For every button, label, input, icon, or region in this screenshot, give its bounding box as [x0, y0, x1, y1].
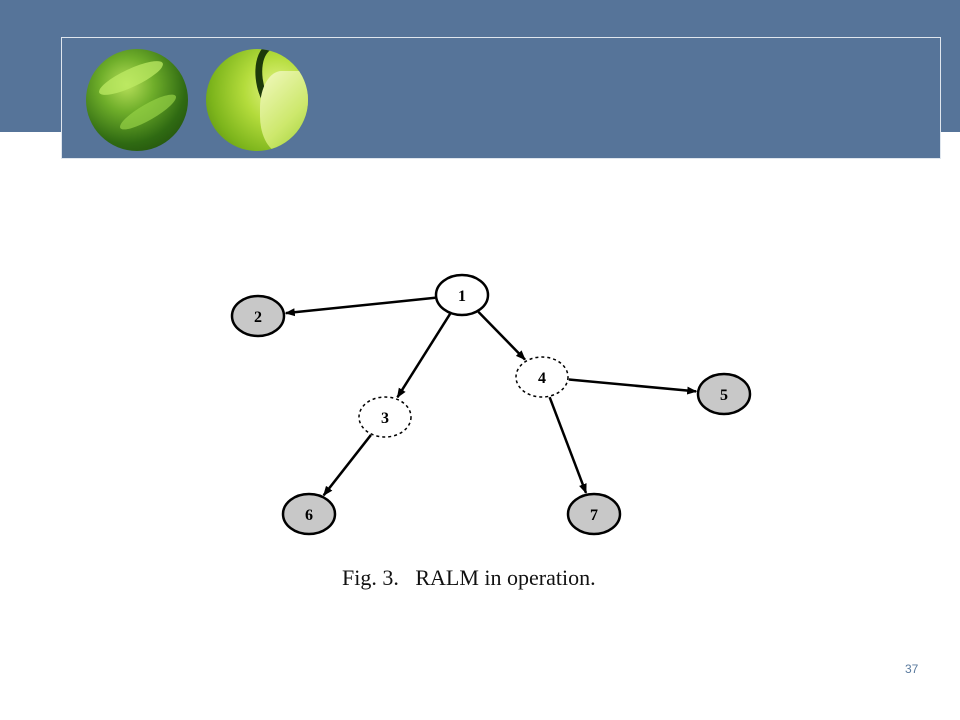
figure-caption: Fig. 3. RALM in operation.	[342, 565, 596, 590]
edges-layer	[284, 296, 698, 497]
node-1-shape	[434, 273, 490, 317]
edge-1-to-4	[477, 310, 526, 361]
edge-1-to-3	[396, 313, 452, 399]
node-1-label: 1	[458, 288, 466, 305]
node-4: 4	[515, 356, 569, 398]
node-7-label: 7	[590, 507, 598, 524]
node-5-label: 5	[720, 387, 728, 404]
edge-4-to-7	[548, 396, 588, 494]
edge-4-to-5	[568, 378, 698, 395]
node-2-shape	[230, 294, 286, 338]
node-3-shape	[358, 396, 412, 438]
header-panel	[61, 37, 941, 159]
node-6-shape	[281, 492, 337, 536]
node-1: 1	[434, 273, 490, 317]
node-2: 2	[230, 294, 286, 338]
node-3: 3	[358, 396, 412, 438]
node-5-shape	[696, 372, 752, 416]
node-3-label: 3	[381, 410, 389, 427]
node-4-shape	[515, 356, 569, 398]
node-2-label: 2	[254, 309, 262, 326]
node-7: 7	[566, 492, 622, 536]
node-5: 5	[696, 372, 752, 416]
node-6: 6	[281, 492, 337, 536]
slide-number: 37	[905, 662, 919, 676]
leaf-photo-1	[86, 49, 188, 151]
edge-3-to-6	[322, 434, 372, 497]
node-6-label: 6	[305, 507, 313, 524]
leaf-photo-2	[206, 49, 308, 151]
node-7-shape	[566, 492, 622, 536]
nodes-layer: 1 2 3 4 5 6 7	[230, 273, 752, 536]
node-4-label: 4	[538, 370, 546, 387]
edge-1-to-2	[284, 296, 436, 317]
